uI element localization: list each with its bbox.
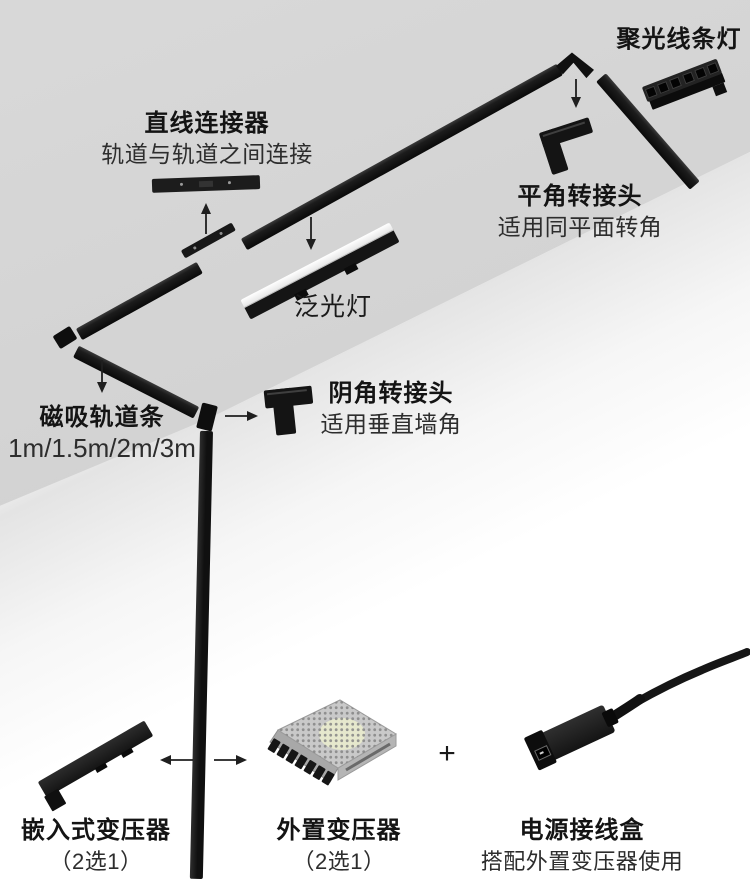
- arrow-right-icon: [225, 411, 258, 421]
- plus-sign: +: [438, 737, 456, 770]
- label-subtitle: （2选1）: [292, 849, 386, 874]
- label-subtitle: 搭配外置变压器使用: [480, 849, 684, 874]
- arrow-down-icon: [571, 79, 581, 108]
- arrow-up-icon: [201, 203, 211, 234]
- inner-corner-adapter-product: [263, 385, 317, 439]
- label-title: 外置变压器: [276, 817, 402, 844]
- psu-vent-slot: [345, 742, 391, 772]
- connector-notch: [198, 180, 214, 188]
- label-title: 平角转接头: [517, 183, 643, 210]
- label-title: 聚光线条灯: [616, 26, 742, 53]
- label-title: 电源接线盒: [519, 817, 645, 844]
- label-title: 直线连接器: [144, 110, 270, 137]
- arrow-down-icon: [97, 360, 107, 393]
- label-magnetic-track: 磁吸轨道条 1m/1.5m/2m/3m: [8, 403, 196, 463]
- arrow-down-icon: [306, 217, 316, 250]
- arrow-left-icon: [160, 755, 193, 765]
- external-transformer-product: [267, 699, 397, 786]
- label-straight-connector: 直线连接器 轨道与轨道之间连接: [101, 109, 313, 169]
- label-subtitle: 适用垂直墙角: [320, 411, 462, 437]
- label-subtitle: 轨道与轨道之间连接: [101, 141, 313, 167]
- label-title: 磁吸轨道条: [39, 404, 165, 431]
- label-recessed-transformer: 嵌入式变压器 （2选1）: [21, 816, 171, 876]
- power-cable: [603, 648, 750, 725]
- label-flood-light: 泛光灯: [294, 292, 372, 322]
- arrow-right-icon: [214, 755, 247, 765]
- label-subtitle: 适用同平面转角: [497, 214, 663, 240]
- label-subtitle: （2选1）: [49, 849, 143, 874]
- label-title: 嵌入式变压器: [21, 817, 171, 844]
- label-title: 阴角转接头: [328, 380, 454, 407]
- psu-terminal-block: [267, 738, 335, 786]
- label-flat-angle-adapter: 平角转接头 适用同平面转角: [498, 182, 663, 242]
- label-external-transformer: 外置变压器 （2选1）: [277, 816, 402, 876]
- label-power-junction-box: 电源接线盒 搭配外置变压器使用: [481, 816, 684, 876]
- label-spotlight-light: 聚光线条灯: [617, 25, 742, 55]
- label-subtitle: 1m/1.5m/2m/3m: [8, 433, 196, 463]
- psu-mesh-grille: [278, 700, 396, 768]
- label-inner-corner-adapter: 阴角转接头 适用垂直墙角: [321, 379, 462, 439]
- label-title: 泛光灯: [293, 293, 373, 321]
